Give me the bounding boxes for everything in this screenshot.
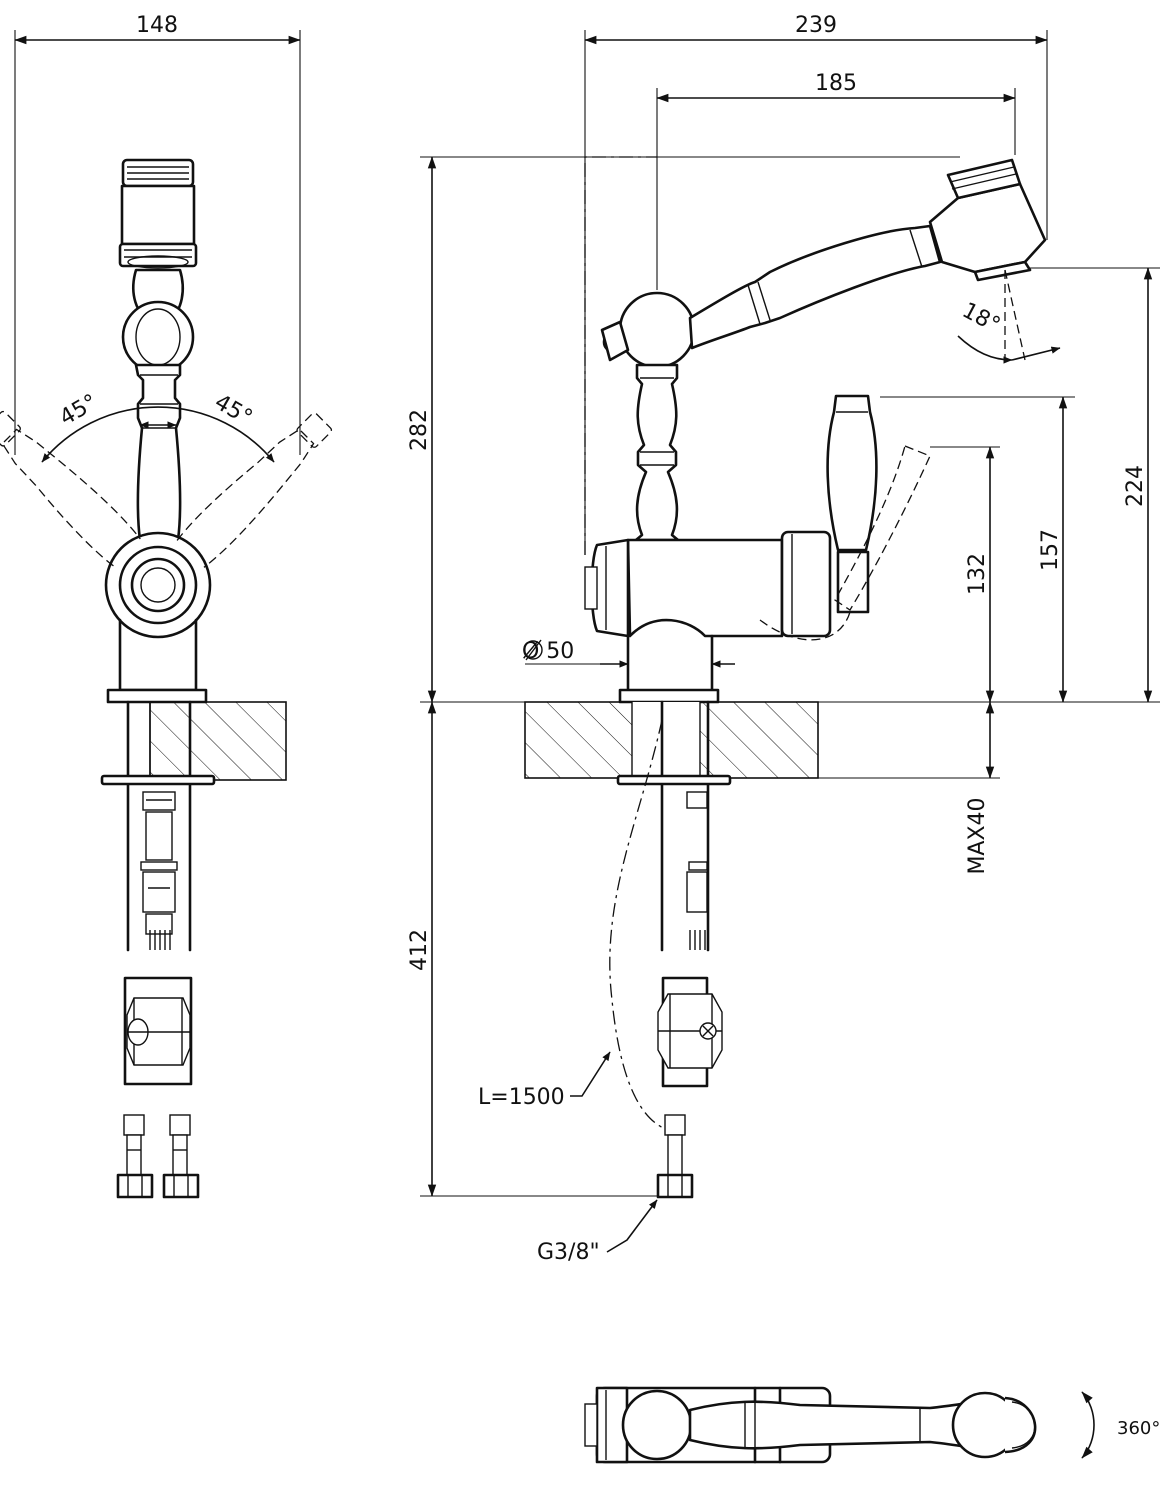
dim-148: 148	[136, 13, 178, 38]
dim-412: 412	[407, 929, 432, 971]
dim-diameter-50: Ø 50	[522, 639, 574, 664]
side-view	[420, 30, 1160, 1253]
dim-224: 224	[1123, 465, 1148, 507]
angle-left: 45°	[56, 390, 102, 431]
top-view	[584, 1386, 1095, 1464]
angle-right: 45°	[210, 390, 256, 431]
dim-282: 282	[407, 409, 432, 451]
hose-length-label: L=1500	[478, 1085, 565, 1110]
dim-185: 185	[815, 71, 857, 96]
dim-157: 157	[1038, 529, 1063, 571]
hose-connectors	[116, 1114, 200, 1199]
dim-239: 239	[795, 13, 837, 38]
dim-132: 132	[965, 553, 990, 595]
dim-max40: MAX40	[965, 797, 990, 874]
angle-spray: 18°	[958, 298, 1004, 338]
rotation-label: 360°	[1117, 1418, 1160, 1439]
front-view	[0, 30, 333, 1199]
thread-label: G3/8"	[537, 1240, 600, 1265]
